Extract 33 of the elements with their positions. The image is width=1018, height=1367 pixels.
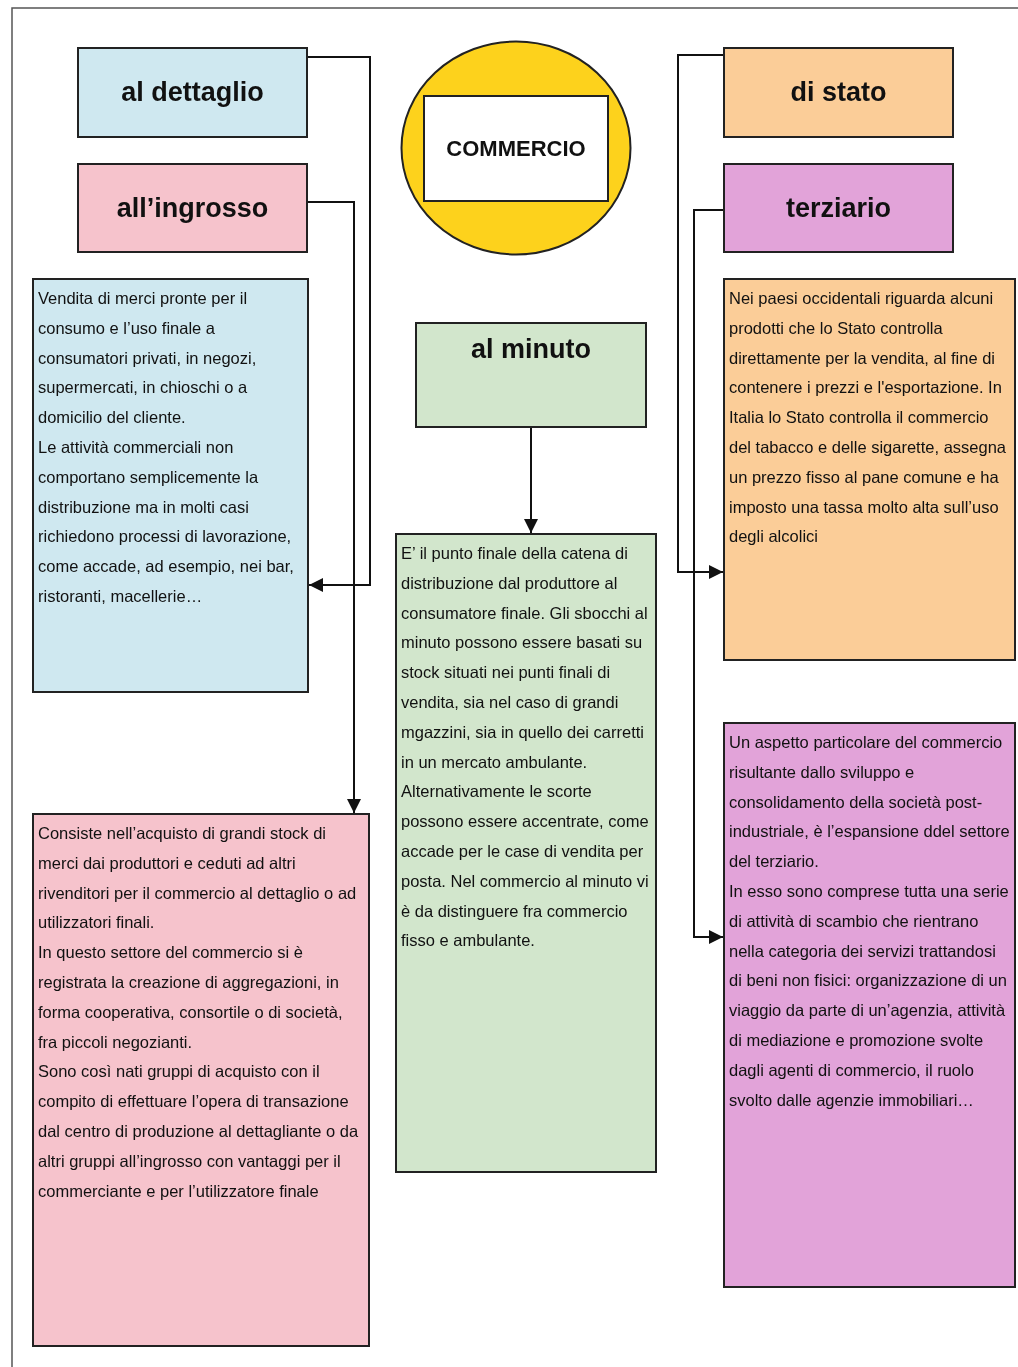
box-title: all’ingrosso: [115, 192, 270, 224]
category-box: [423, 95, 609, 202]
connector-arrow: [677, 54, 724, 579]
description-box: [723, 722, 1016, 1288]
category-box: [723, 163, 954, 253]
category-box: [415, 322, 647, 428]
box-title: al dettaglio: [120, 77, 265, 108]
description-box: [395, 533, 657, 1173]
box-title: di stato: [789, 77, 888, 108]
box-title: COMMERCIO: [445, 135, 587, 162]
box-title: al minuto: [470, 334, 592, 365]
description-box: [723, 278, 1016, 661]
description-box: [32, 813, 370, 1347]
connector-arrow: [524, 427, 538, 534]
description-text: In questo settore del commercio si è registrata la creazione di aggregazioni, in forma cooperativa, consortile o di società, fra piccoli negozianti.: [38, 942, 344, 1053]
description-text: Le attività commerciali non comportano semplicemente la distribuzione ma in molti casi richiedono processi di lavorazione, come accade, ad esempio, nei bar, ristoranti, macellerie…: [38, 437, 295, 607]
description-text: Alternativamente le scorte possono essere accentrate, come accade per le case di vendita per posta. Nel commercio al minuto vi è da distinguere fra commercio fisso e ambulante.: [401, 781, 650, 952]
box-title: terziario: [784, 192, 892, 224]
connector-arrow: [693, 209, 724, 944]
circle-shape: [400, 40, 632, 256]
category-box: [77, 47, 308, 138]
description-text: Nei paesi occidentali riguarda alcuni prodotti che lo Stato controlla direttamente per la vendita, al fine di contenere i prezzi e l'esportazione. In Italia lo Stato controlla il commercio del tabacco e delle sigarette, assegna un prezzo fisso al pane comune e ha imposto una tassa molto alta sull’uso degli alcolici: [729, 288, 1008, 548]
category-box: [77, 163, 308, 253]
description-text: Vendita di merci pronte per il consumo e l’uso finale a consumatori privati, in negozi, supermercati, in chioschi o a domicilio del cliente.: [38, 288, 258, 429]
category-box: [723, 47, 954, 138]
description-box: [32, 278, 309, 693]
connector-arrow: [307, 56, 371, 592]
description-text: In esso sono comprese tutta una serie di attività di scambio che rientrano nella categoria dei servizi trattandosi di beni non fisici: organizzazione di un viaggio da parte di un’agenzia, attività di mediazione e promozione svolte dagli agenti di commercio, il ruolo svolto dalle agenzie immobiliari…: [729, 881, 1010, 1111]
description-text: Un aspetto particolare del commercio risultante dallo sviluppo e consolidamento della società post-industriale, è l’espansione ddel settore del terziario.: [729, 732, 1010, 873]
description-text: Sono così nati gruppi di acquisto con il compito di effettuare l’opera di transazione dal centro di produzione al dettagliante o da altri gruppi all’ingrosso con vantaggi per il commerciante e per l’utilizzatore finale: [38, 1061, 360, 1202]
description-text: Consiste nell’acquisto di grandi stock di merci dai produttori e ceduti ad altri rivenditori per il commercio al dettaglio o ad utilizzatori finali.: [38, 823, 358, 934]
description-text: E’ il punto finale della catena di distribuzione dal produttore al consumatore finale. Gli sbocchi al minuto possono essere basati su stock situati nei punti finali di vendita, sia nel caso di grandi mgazzini, sia in quello dei carretti in un mercato ambulante.: [401, 543, 649, 773]
connector-arrow: [307, 201, 361, 814]
